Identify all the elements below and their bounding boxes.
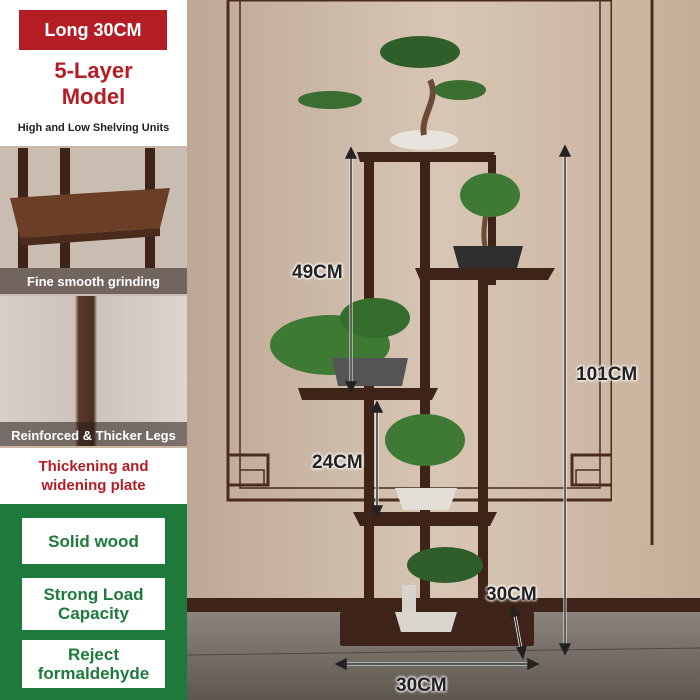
model-title: 5-Layer Model: [54, 58, 133, 109]
dimension-label-total-height: 101CM: [576, 364, 638, 385]
model-subtitle: High and Low Shelving Units: [17, 122, 170, 134]
dimension-lines-dark: [334, 144, 572, 671]
bonsai-top: [298, 36, 486, 150]
shelf-1: [357, 152, 495, 162]
bonsai-2: [453, 173, 523, 268]
info-sidebar: Long 30CM 5-Layer Model High and Low She…: [0, 0, 187, 700]
dimension-label-depth: 30CM: [486, 584, 537, 605]
wall-panel-edge: [612, 0, 652, 545]
dimension-label-width: 30CM: [396, 675, 447, 696]
dimension-label-shelf-gap-top: 49CM: [292, 262, 343, 283]
detail-photo-legs: Reinforced & Thicker Legs: [0, 296, 187, 446]
length-tag: Long 30CM: [19, 10, 167, 50]
feature-formaldehyde: Reject formaldehyde: [22, 640, 165, 688]
feature-load-capacity: Strong Load Capacity: [22, 578, 165, 630]
shelf-2: [415, 268, 555, 280]
bonsai-5: [395, 547, 483, 632]
feature-solid-wood: Solid wood: [22, 518, 165, 564]
header-card: Long 30CM 5-Layer Model High and Low She…: [0, 0, 187, 146]
feature-panel: Solid wood Strong Load Capacity Reject f…: [0, 504, 187, 700]
dimension-label-shelf-gap-lower: 24CM: [312, 452, 363, 473]
shelf-3: [298, 388, 438, 400]
shelf-4: [353, 512, 497, 526]
bonsai-4: [385, 414, 465, 510]
caption-legs: Reinforced & Thicker Legs: [0, 422, 187, 446]
plate-note: Thickening and widening plate: [0, 448, 187, 504]
detail-photo-grinding: Fine smooth grinding: [0, 148, 187, 296]
baseboard: [187, 598, 700, 612]
caption-grinding: Fine smooth grinding: [0, 268, 187, 294]
